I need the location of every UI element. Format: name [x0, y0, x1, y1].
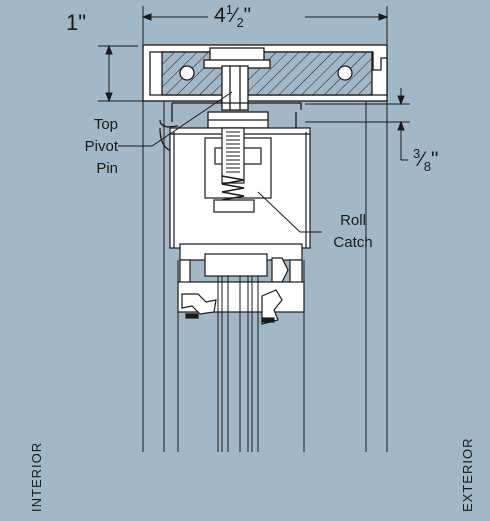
overall-width-denominator: 2: [236, 15, 244, 31]
gap-denominator: 8: [423, 159, 431, 175]
overall-width-dimension: [141, 6, 389, 44]
glass-and-gaskets: [177, 281, 305, 325]
roll-catch-label: Roll Catch: [326, 210, 380, 254]
top-pivot-pin-line-2: Pivot: [84, 138, 118, 155]
interior-label: INTERIOR: [29, 441, 44, 512]
overall-width-label: 41⁄2": [214, 2, 252, 31]
exterior-label: EXTERIOR: [460, 437, 475, 512]
top-pivot-pin-line-3: Pin: [96, 160, 118, 177]
top-pivot-pin-label: Top Pivot Pin: [68, 114, 118, 180]
header-frame: [142, 44, 388, 111]
pivot-pin-thread: [226, 131, 240, 173]
overall-width-whole: 4: [214, 4, 226, 27]
top-height-label: 1": [66, 10, 87, 35]
roll-catch-spring: [221, 175, 245, 201]
leader-lines: [118, 91, 322, 233]
frame-vertical-lines: [142, 101, 388, 452]
gap-numerator: 3: [413, 146, 421, 161]
overall-width-numerator: 1: [225, 2, 233, 17]
roll-catch-line-2: Catch: [333, 234, 373, 251]
roll-catch-line-1: Roll: [340, 212, 366, 229]
gap-dimension: [305, 88, 410, 161]
gap-inch-mark: ": [430, 148, 439, 171]
overall-width-inch-mark: ": [243, 4, 252, 27]
top-pivot-pin-line-1: Top: [93, 116, 118, 133]
gap-label: 3⁄8": [413, 146, 439, 175]
door-stile: [169, 127, 311, 291]
